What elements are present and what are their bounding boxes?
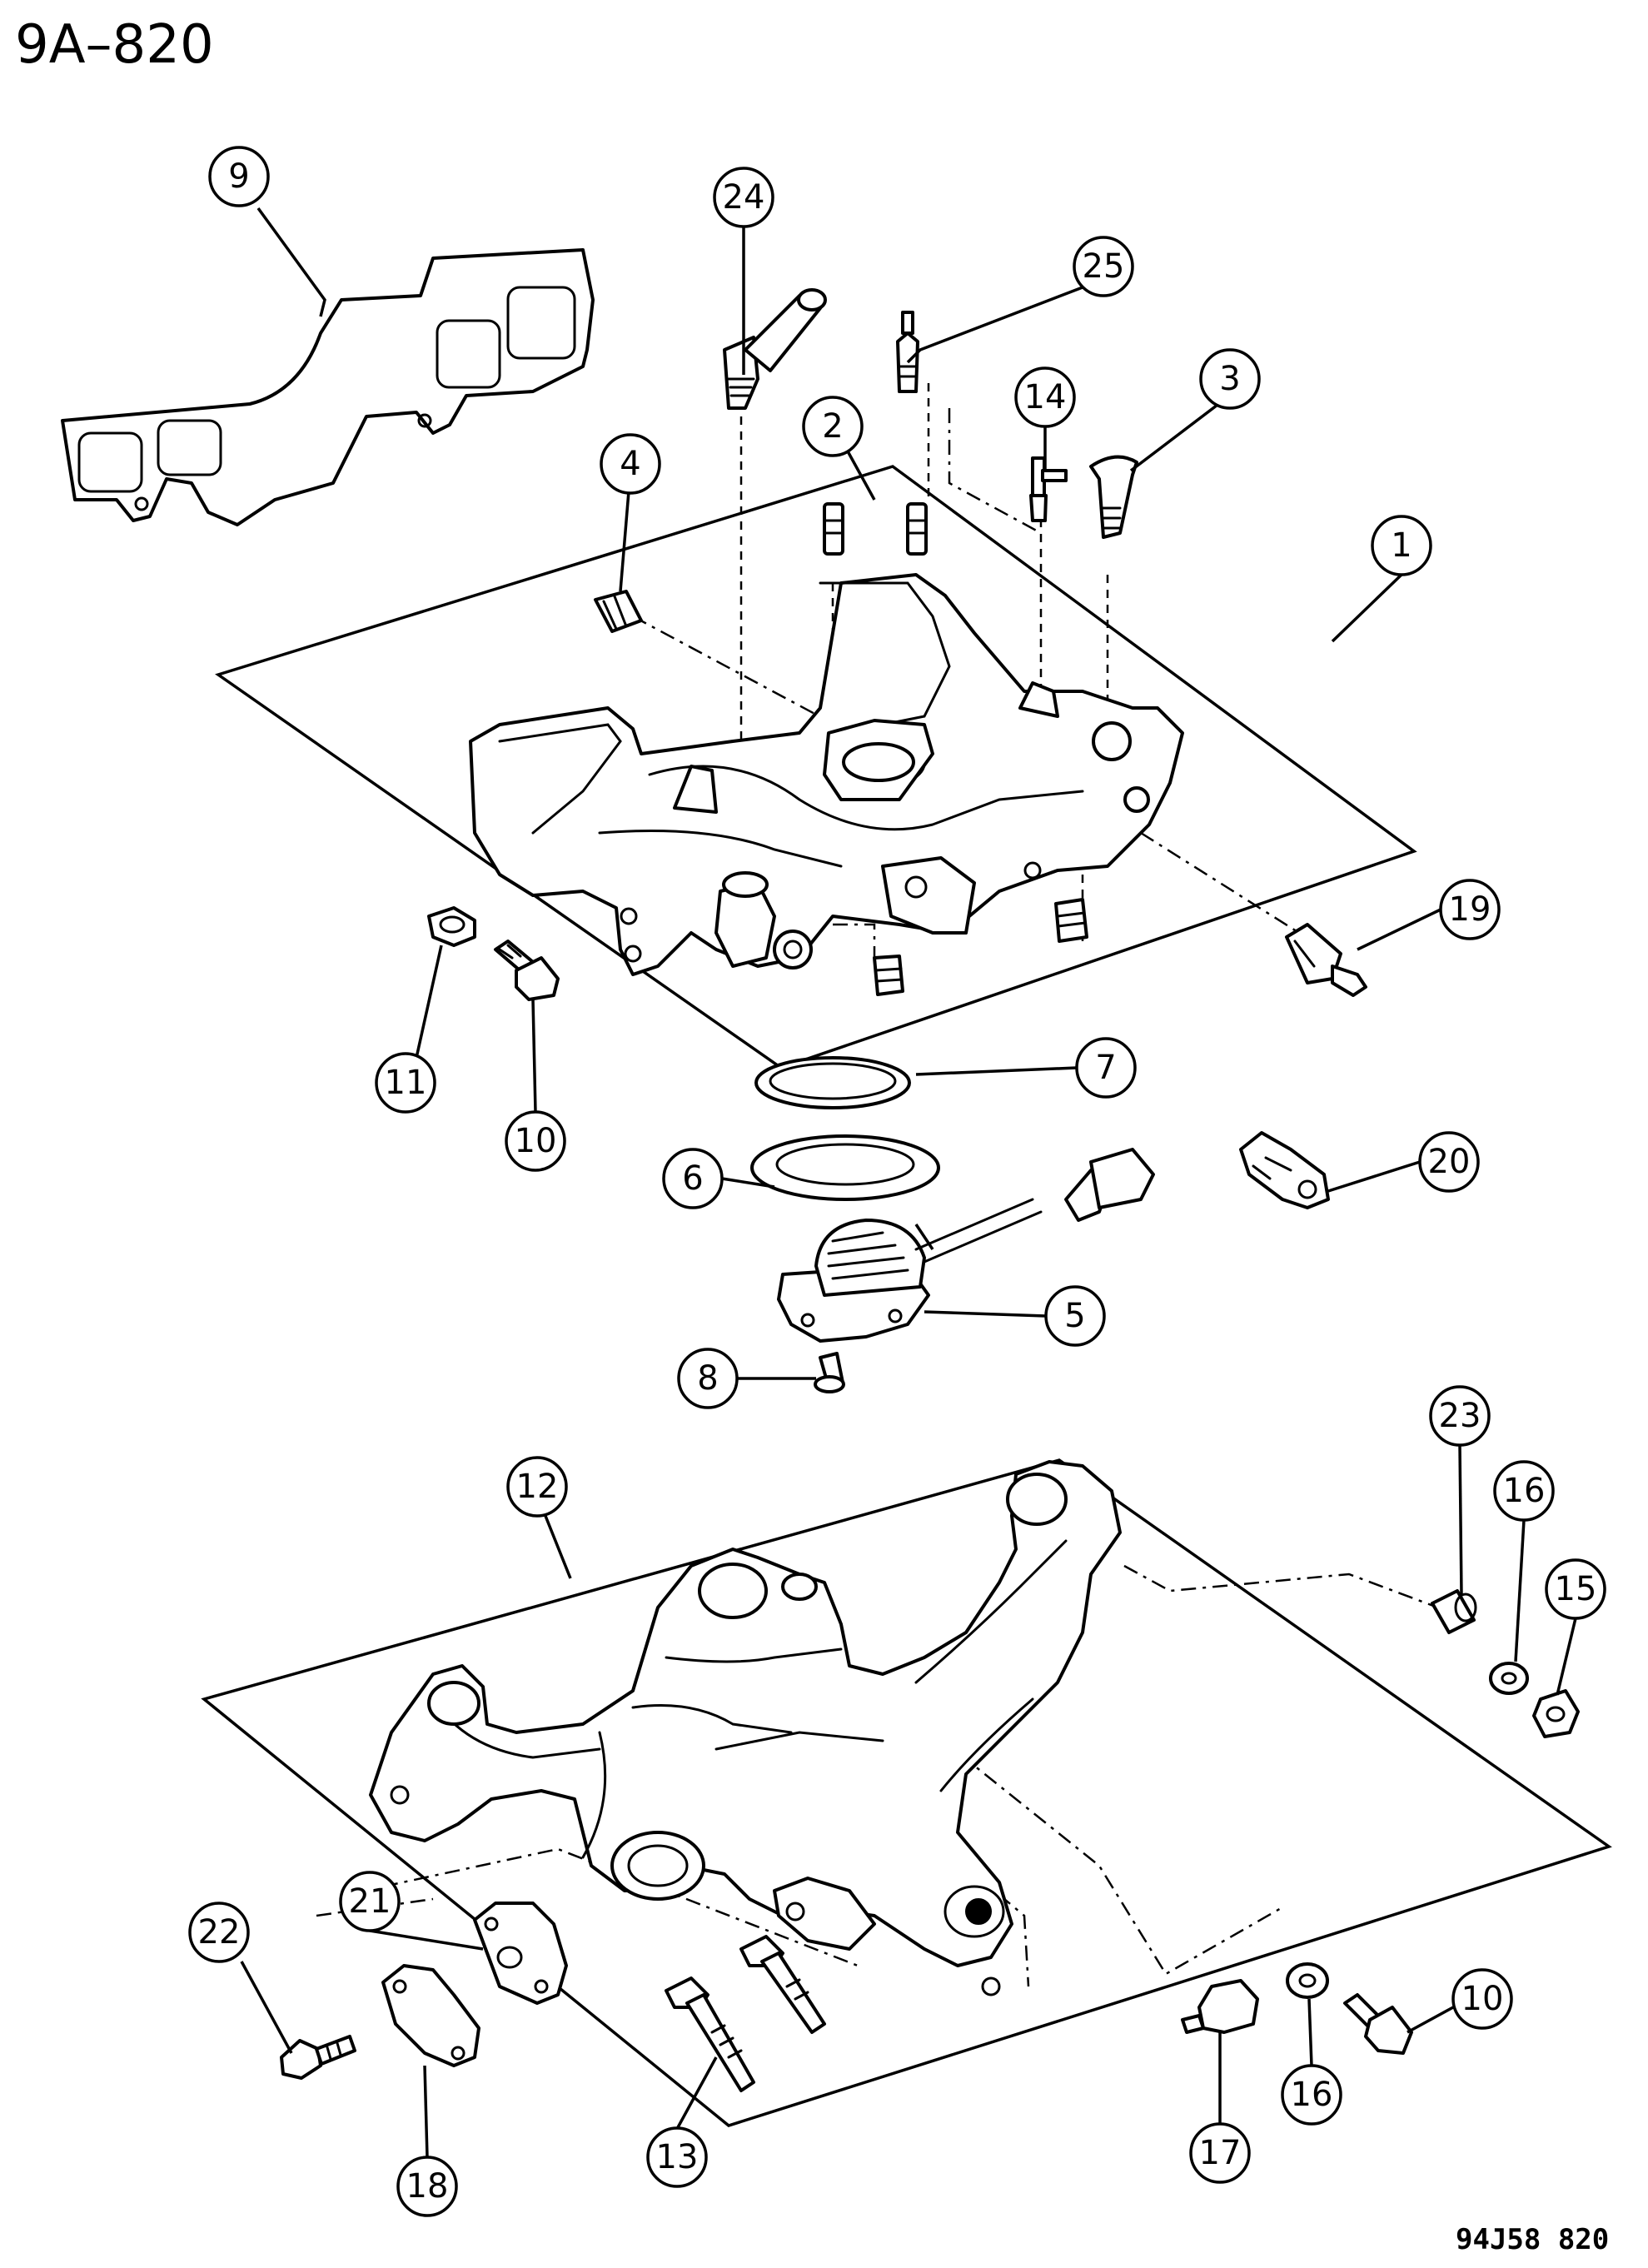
part-clip-20 <box>1239 1131 1330 1209</box>
part-washer-16-lower <box>1286 1962 1329 1999</box>
part-studs-13 <box>665 1935 826 2092</box>
callout-14: 14 <box>1014 366 1076 428</box>
part-temp-sensor-19 <box>1285 923 1367 997</box>
svg-text:9: 9 <box>228 157 249 196</box>
part-plate-18 <box>381 1964 480 2067</box>
callout-3: 3 <box>1199 348 1261 410</box>
svg-text:2: 2 <box>822 407 843 446</box>
callout-8: 8 <box>677 1348 739 1409</box>
svg-text:6: 6 <box>682 1159 703 1198</box>
callout-2: 2 <box>802 396 864 457</box>
part-screw-8 <box>814 1352 845 1393</box>
svg-text:7: 7 <box>1095 1049 1116 1087</box>
part-stud-3 <box>1089 455 1138 539</box>
svg-text:8: 8 <box>697 1359 718 1398</box>
part-sensor-25 <box>896 311 919 393</box>
svg-text:5: 5 <box>1064 1297 1085 1335</box>
callout-12: 12 <box>506 1456 568 1518</box>
callout-23: 23 <box>1429 1385 1491 1447</box>
callout-11: 11 <box>375 1052 436 1114</box>
svg-text:22: 22 <box>198 1913 241 1951</box>
svg-text:16: 16 <box>1503 1472 1546 1510</box>
callout-7: 7 <box>1075 1037 1137 1099</box>
part-intake-exhaust-gasket <box>61 248 595 526</box>
part-spacer-23 <box>1431 1589 1477 1634</box>
callout-18: 18 <box>396 2156 458 2217</box>
part-heater-5 <box>777 1148 1155 1343</box>
part-plate-21 <box>473 1902 568 2005</box>
svg-text:1: 1 <box>1391 526 1412 565</box>
callout-6: 6 <box>662 1148 724 1209</box>
callout-16-lower: 16 <box>1281 2064 1342 2126</box>
drawing-code: 94J58 820 <box>1456 2223 1609 2256</box>
part-nut-11 <box>427 906 476 947</box>
svg-text:4: 4 <box>620 445 640 483</box>
callout-19: 19 <box>1439 879 1501 940</box>
part-bolt-10-upper <box>494 940 560 1001</box>
part-o-ring-7 <box>754 1056 911 1109</box>
leader-lines <box>240 207 1577 2158</box>
part-gasket-6 <box>750 1134 940 1201</box>
part-fitting-14 <box>1029 456 1068 522</box>
svg-text:17: 17 <box>1199 2134 1242 2172</box>
part-nut-15 <box>1532 1689 1580 1738</box>
part-bolt-22 <box>280 2035 356 2080</box>
svg-text:15: 15 <box>1555 1570 1597 1608</box>
part-bolt-10-lower <box>1343 1993 1413 2055</box>
part-plug-4 <box>594 590 643 633</box>
callout-10-upper: 10 <box>505 1110 566 1172</box>
callout-22: 22 <box>188 1902 250 1963</box>
intake-manifold-frame <box>215 465 1417 1069</box>
svg-text:13: 13 <box>656 2138 699 2176</box>
callout-1: 1 <box>1371 515 1432 576</box>
svg-text:3: 3 <box>1219 360 1240 398</box>
callout-13: 13 <box>646 2126 708 2188</box>
figure-code: 9A–820 <box>15 14 214 76</box>
svg-text:24: 24 <box>723 178 765 217</box>
callout-17: 17 <box>1189 2122 1251 2184</box>
svg-text:10: 10 <box>1461 1980 1504 2018</box>
callout-25: 25 <box>1073 236 1134 297</box>
callout-20: 20 <box>1418 1131 1480 1193</box>
part-cap-17 <box>1181 1979 1259 2034</box>
svg-text:21: 21 <box>349 1882 391 1921</box>
svg-text:16: 16 <box>1291 2076 1333 2114</box>
svg-text:11: 11 <box>385 1064 427 1102</box>
callout-24: 24 <box>713 167 774 228</box>
callout-15: 15 <box>1545 1558 1606 1620</box>
part-hose-fitting-24 <box>723 288 827 410</box>
svg-text:20: 20 <box>1428 1143 1471 1181</box>
callout-16-upper: 16 <box>1493 1460 1555 1522</box>
callout-9: 9 <box>208 146 270 207</box>
svg-text:19: 19 <box>1449 890 1491 929</box>
part-studs-2 <box>823 502 928 556</box>
part-intake-manifold <box>469 573 1184 976</box>
svg-text:12: 12 <box>516 1468 559 1506</box>
svg-text:23: 23 <box>1439 1397 1481 1435</box>
callout-4: 4 <box>600 433 661 495</box>
part-exhaust-manifold <box>369 1460 1122 1996</box>
svg-text:10: 10 <box>515 1122 557 1160</box>
svg-text:14: 14 <box>1024 378 1067 416</box>
callout-21: 21 <box>339 1871 401 1932</box>
callout-10-lower: 10 <box>1451 1968 1513 2030</box>
svg-text:25: 25 <box>1083 247 1125 286</box>
callout-5: 5 <box>1044 1285 1106 1347</box>
part-plugs-lower <box>873 898 1088 996</box>
part-washer-16-upper <box>1489 1662 1529 1695</box>
svg-text:18: 18 <box>406 2167 449 2206</box>
